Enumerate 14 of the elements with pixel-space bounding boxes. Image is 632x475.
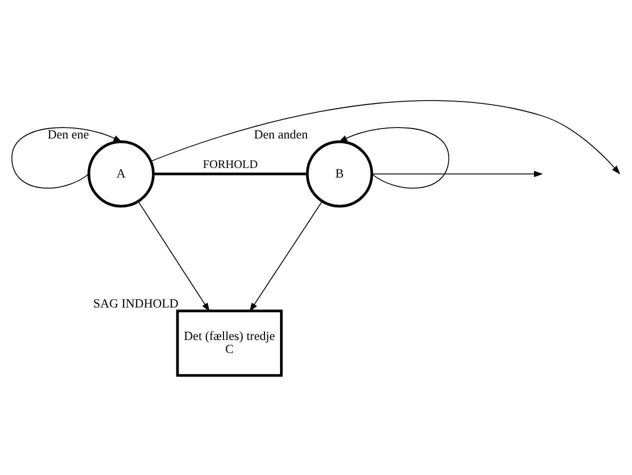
connector [153, 172, 308, 175]
arrow [138, 200, 210, 312]
arrow [249, 200, 323, 312]
node-box: Det (fælles) tredje C [176, 309, 283, 376]
arrow [372, 170, 543, 177]
edge-label: FORHOLD [202, 158, 258, 171]
node-label: Den ene [48, 126, 89, 141]
node-label: SAG INDHOLD [93, 296, 178, 310]
arrow [150, 100, 620, 174]
node-circle: A [88, 140, 155, 208]
node-circle: B [306, 140, 374, 208]
arrow [338, 126, 450, 188]
node-label: Den anden [254, 126, 308, 141]
arrow [11, 126, 122, 188]
